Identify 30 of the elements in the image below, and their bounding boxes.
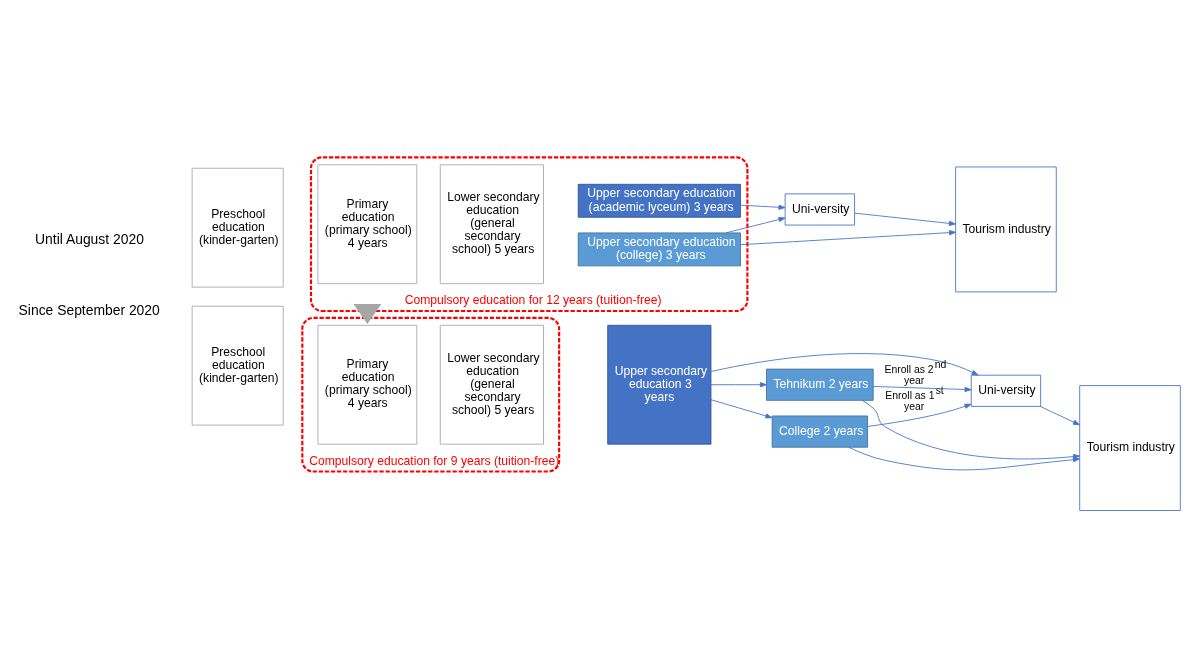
arrow [848, 446, 1080, 470]
node-box: Tourism industry [1079, 384, 1181, 511]
node-box: Upper secondary education 3 years [607, 324, 712, 445]
arrow [1039, 405, 1080, 425]
node-box: Preschool education (kinder-garten) [191, 167, 284, 288]
arrow [740, 204, 786, 210]
arrow [872, 385, 972, 392]
node-box: Lower secondary education (general secondary school) 5 years [439, 324, 544, 445]
node-box: Upper secondary education (academic lyceum) 3 years [577, 183, 741, 218]
node-box: Preschool education (kinder-garten) [191, 305, 284, 425]
node-box: Primary education (primary school) 4 years [317, 324, 418, 445]
arrow [740, 229, 956, 245]
node-box: Uni-versity [970, 374, 1042, 407]
arrow [710, 398, 773, 418]
label: Until August 2020 [35, 230, 144, 247]
node-box: College 2 years [771, 415, 868, 448]
node-box: Tehnikum 2 years [766, 368, 874, 401]
arrow [710, 381, 767, 387]
node-box: Tourism industry [955, 166, 1057, 292]
arrow [861, 399, 1081, 459]
arrow [710, 352, 979, 375]
arrow [854, 212, 956, 226]
arrow [353, 303, 382, 324]
node-box: Uni-versity [784, 192, 855, 226]
label: Since September 2020 [18, 301, 160, 318]
arrow [725, 216, 786, 233]
node-box: Primary education (primary school) 4 years [317, 163, 418, 284]
node-box: Lower secondary education (general secondary school) 5 years [439, 163, 544, 284]
arrow [867, 403, 972, 427]
node-box: Upper secondary education (college) 3 years [577, 231, 741, 266]
